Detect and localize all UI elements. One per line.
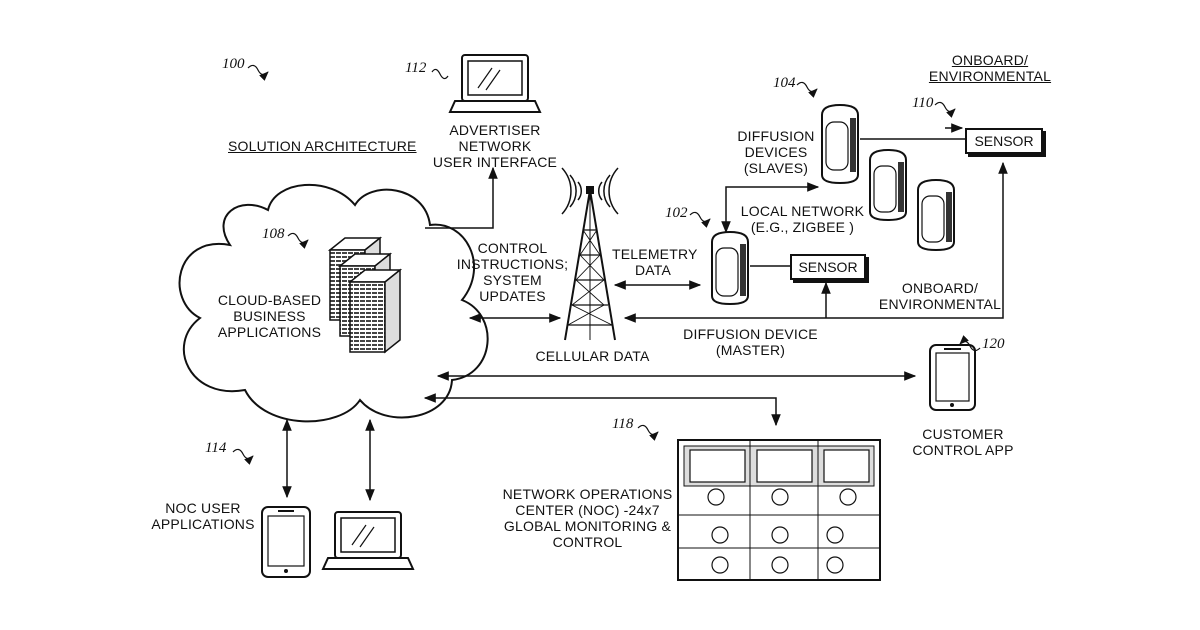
onboard-top-label: ONBOARD/ ENVIRONMENTAL [925,52,1055,84]
ref-108: 108 [262,226,285,243]
local-network-label: LOCAL NETWORK (E.G., ZIGBEE ) [740,203,865,235]
ref-120: 120 [982,336,1005,353]
diffusion-slave-icon [918,180,954,250]
noc-phone-icon [262,507,310,577]
diffusion-slave-icon [870,150,906,220]
cloud-noc-link [425,398,776,425]
ref-104: 104 [773,75,796,92]
diffusion-master-icon [712,232,748,304]
customer-app-label: CUSTOMER CONTROL APP [908,426,1018,458]
ref-102: 102 [665,205,688,222]
noc-laptop-icon [323,512,413,569]
solution-architecture-title: SOLUTION ARCHITECTURE [228,138,417,154]
customer-phone-icon [930,345,975,410]
ref-100: 100 [222,56,245,73]
server-rack-icon [330,238,400,352]
ref-114: 114 [205,440,226,457]
ref-110: 110 [912,95,933,112]
cellular-data-label: CELLULAR DATA [535,348,650,364]
noc-apps-label: NOC USER APPLICATIONS [148,500,258,532]
telemetry-label: TELEMETRY DATA [612,246,694,278]
sensor-top-box: SENSOR [965,128,1043,154]
diffusion-devices-label: DIFFUSION DEVICES (SLAVES) [736,128,816,176]
noc-label: NETWORK OPERATIONS CENTER (NOC) -24x7 GL… [500,486,675,550]
cell-tower-icon [562,168,618,340]
ref-118: 118 [612,416,633,433]
ref-112: 112 [405,60,426,77]
advertiser-label: ADVERTISER NETWORK USER INTERFACE [415,122,575,170]
control-instructions-label: CONTROL INSTRUCTIONS; SYSTEM UPDATES [455,240,570,304]
onboard-mid-label: ONBOARD/ ENVIRONMENTAL [875,280,1005,312]
master-label: DIFFUSION DEVICE (MASTER) [683,326,818,358]
sensor-mid-box: SENSOR [790,254,866,280]
diffusion-slave-icon [822,105,858,183]
advertiser-laptop-icon [450,55,540,112]
noc-room-icon [678,440,880,580]
cloud-label: CLOUD-BASED BUSINESS APPLICATIONS [212,292,327,340]
advertiser-link [425,168,493,228]
